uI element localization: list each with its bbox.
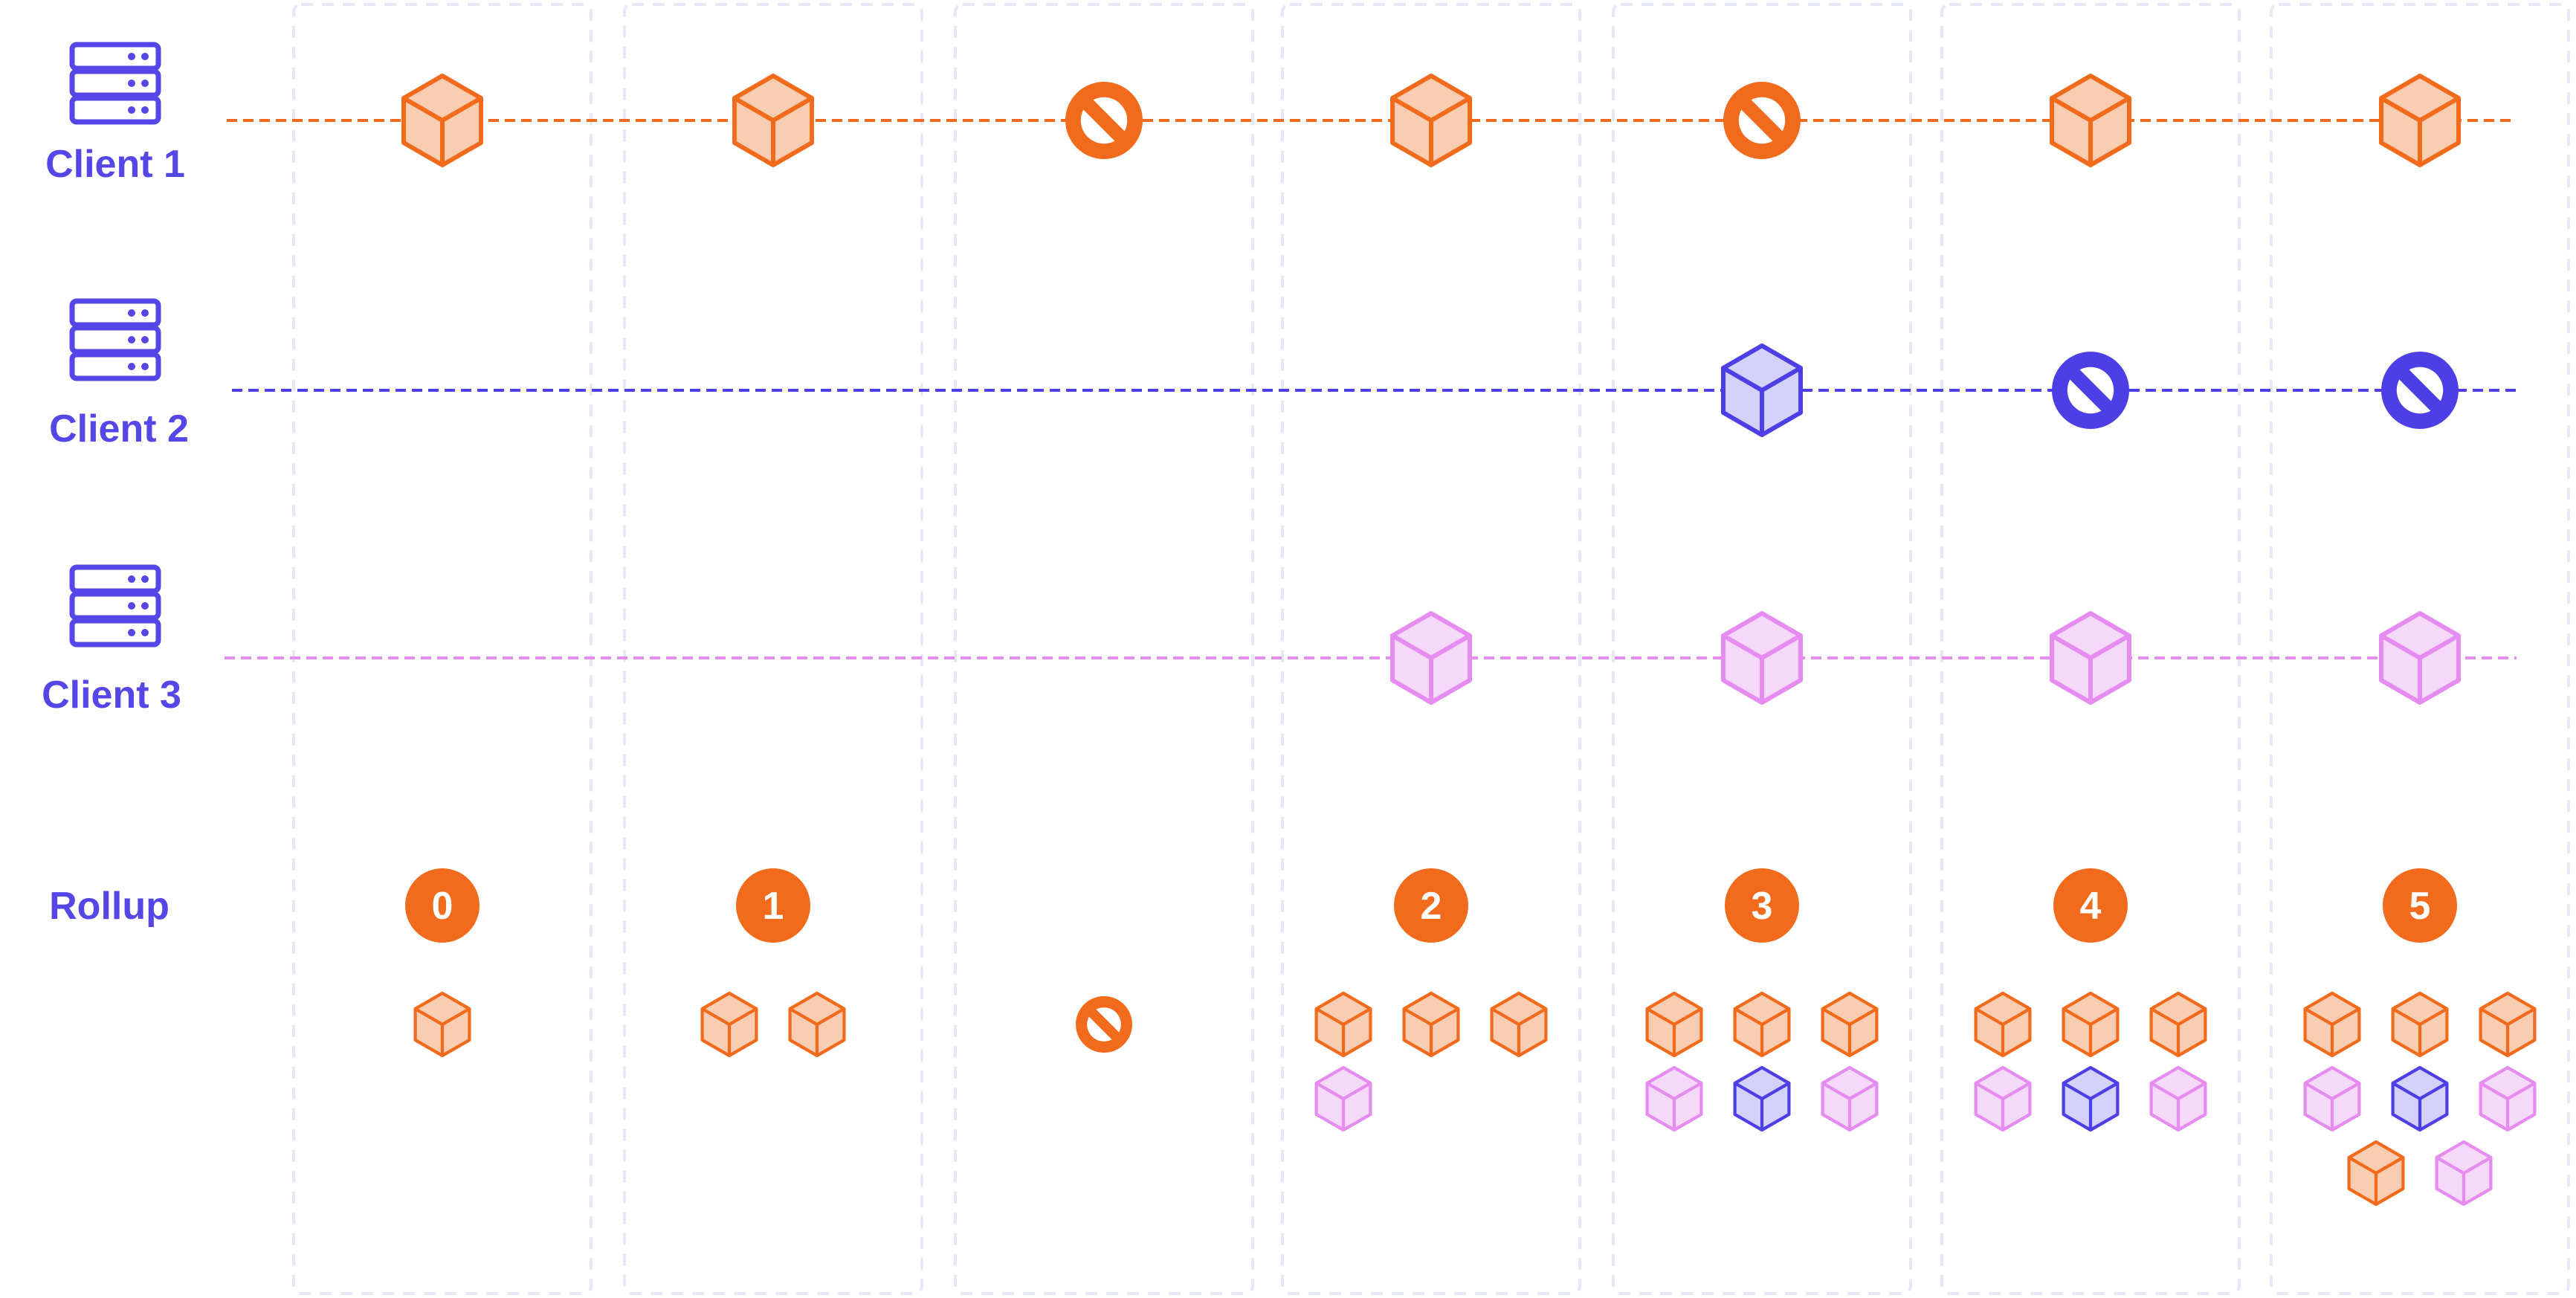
rollup-block-icon — [2479, 991, 2537, 1058]
rollup-block-icon — [2303, 1065, 2361, 1132]
client-1-block-icon — [2050, 74, 2131, 167]
rollup-block-icon — [413, 991, 471, 1058]
server-icon — [69, 564, 161, 648]
slot-column — [292, 3, 593, 1295]
rollup-badge: 2 — [1394, 868, 1468, 943]
rollup-block-icon — [1490, 991, 1548, 1058]
client-1-block-icon — [732, 74, 814, 167]
rollup-block-icon — [1645, 1065, 1703, 1132]
rollup-block-icon — [2149, 1065, 2207, 1132]
rollup-number: 2 — [1421, 885, 1442, 928]
client-3-label: Client 3 — [42, 674, 181, 717]
client-marks — [401, 74, 2461, 705]
slot-column — [954, 3, 1254, 1295]
rollup-block-icon — [1733, 991, 1791, 1058]
rollup-badge: 0 — [405, 868, 480, 943]
client-1-block-icon — [401, 74, 483, 167]
rollup-number: 1 — [763, 885, 784, 928]
client-3-block-icon — [1721, 611, 1803, 705]
rollup-block-icon — [1821, 991, 1879, 1058]
rollup-block-icon — [1733, 1065, 1791, 1132]
rollup-block-icon — [2479, 1065, 2537, 1132]
client-2-block-icon — [1721, 343, 1803, 437]
rollup-batches: 0 1 2 3 4 5 — [405, 868, 2537, 1207]
rollup-block-icon — [2303, 991, 2361, 1058]
rollup-block-icon — [788, 991, 846, 1058]
row-labels: Client 1 Client 2 Client 3 Rollup — [42, 143, 189, 928]
skip-icon — [1076, 996, 1132, 1053]
rollup-label: Rollup — [49, 885, 170, 928]
rollup-block-icon — [2391, 1065, 2449, 1132]
rollup-block-icon — [1974, 1065, 2032, 1132]
rollup-block-icon — [2149, 991, 2207, 1058]
slot-column — [623, 3, 923, 1295]
rollup-block-icon — [2062, 991, 2120, 1058]
client-2-label: Client 2 — [49, 407, 189, 451]
rollup-badge: 5 — [2383, 868, 2457, 943]
rollup-block-icon — [700, 991, 758, 1058]
rollup-block-icon — [2391, 991, 2449, 1058]
rollup-block-icon — [1314, 991, 1372, 1058]
row-icons — [69, 42, 161, 648]
rollup-badge: 1 — [736, 868, 810, 943]
rollup-block-icon — [2435, 1140, 2493, 1207]
client-3-block-icon — [2050, 611, 2131, 705]
rollup-number: 3 — [1752, 885, 1773, 928]
rollup-badge: 4 — [2053, 868, 2128, 943]
rollup-badge: 3 — [1725, 868, 1799, 943]
server-icon — [69, 42, 161, 125]
rollup-block-icon — [1821, 1065, 1879, 1132]
client-3-block-icon — [1390, 611, 1472, 705]
rollup-block-icon — [1974, 991, 2032, 1058]
skip-icon — [2381, 352, 2459, 429]
rollup-number: 4 — [2080, 885, 2102, 928]
client-3-block-icon — [2379, 611, 2461, 705]
rollup-block-icon — [1645, 991, 1703, 1058]
rollup-block-icon — [1402, 991, 1460, 1058]
rollup-number: 5 — [2409, 885, 2431, 928]
client-1-label: Client 1 — [45, 143, 185, 186]
client-1-block-icon — [2379, 74, 2461, 167]
rollup-number: 0 — [432, 885, 453, 928]
rollup-block-icon — [2062, 1065, 2120, 1132]
rollup-block-icon — [1314, 1065, 1372, 1132]
skip-icon — [2052, 352, 2129, 429]
skip-icon — [1065, 82, 1143, 159]
server-icon — [69, 298, 161, 381]
client-1-block-icon — [1390, 74, 1472, 167]
client-timelines — [225, 119, 2517, 659]
rollup-block-icon — [2347, 1140, 2405, 1207]
skip-icon — [1723, 82, 1801, 159]
